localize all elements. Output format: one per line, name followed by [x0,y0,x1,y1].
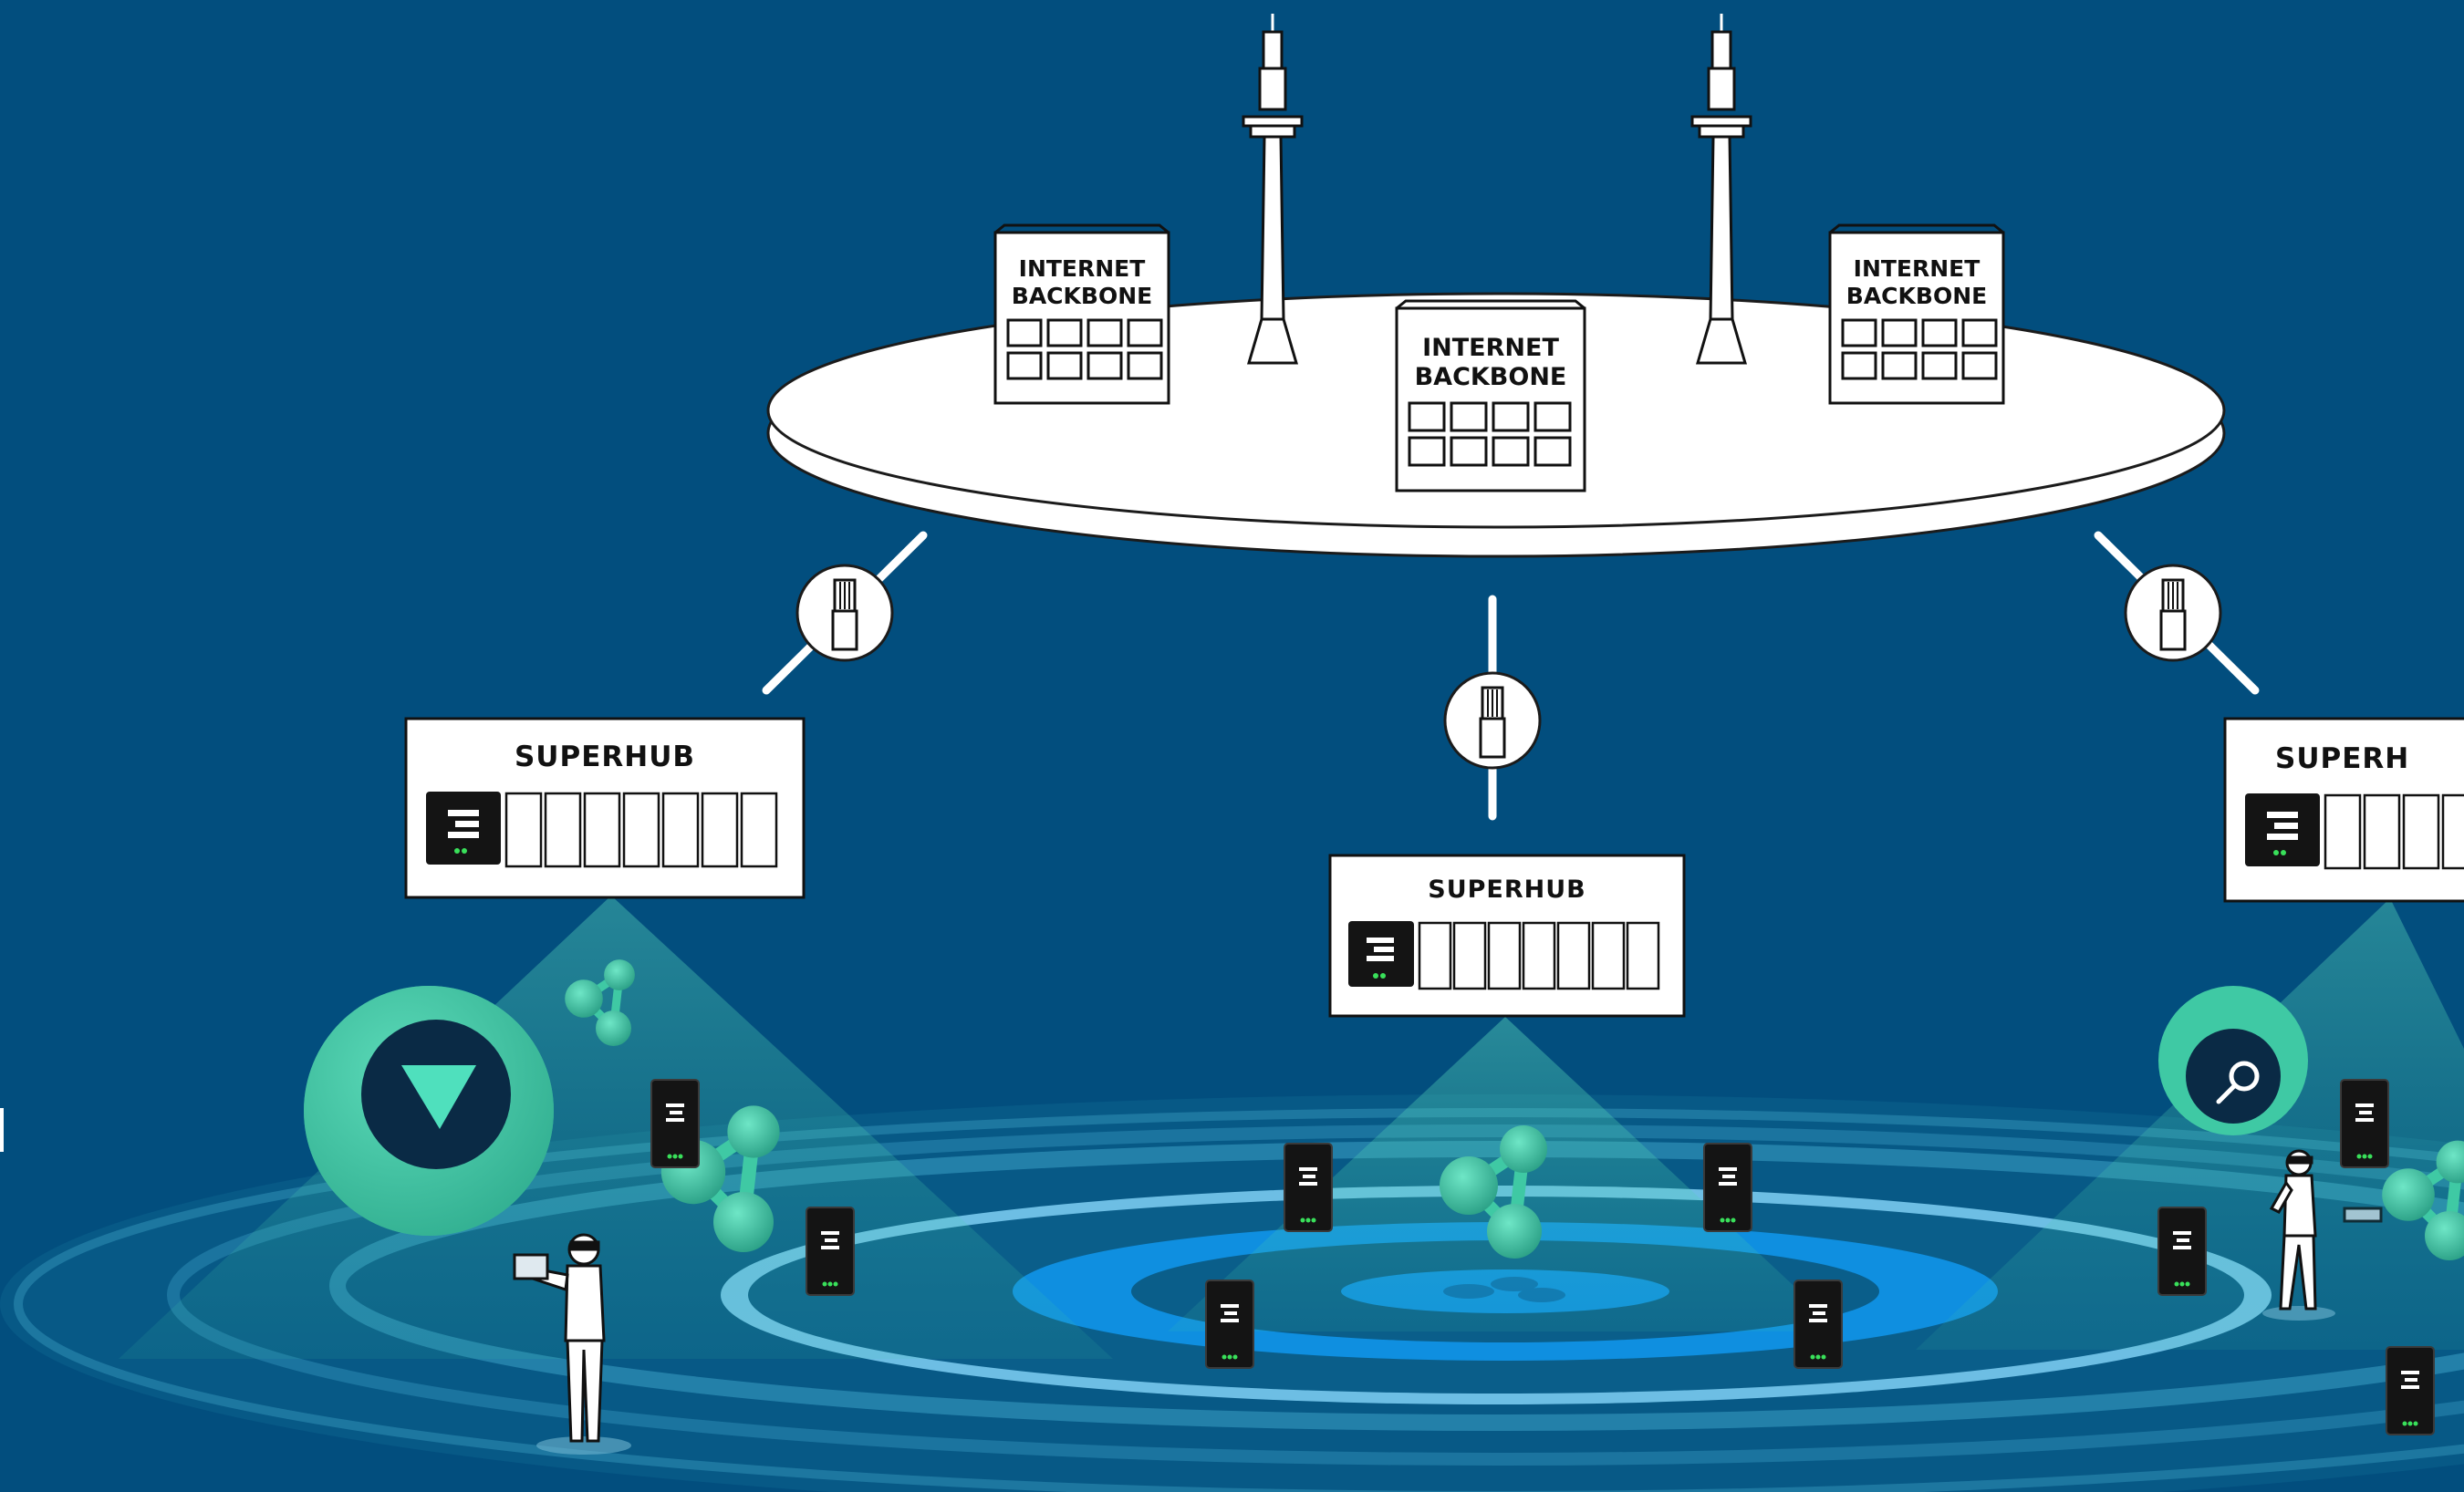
superhub-label: SUPERHUB [515,741,695,773]
edge-marker [0,1108,4,1152]
node-device-icon [650,1079,700,1168]
fiber-connector-icon [2124,564,2222,662]
building-label-line1: INTERNET [1422,334,1559,362]
node-device-icon [2340,1079,2389,1168]
node-device-icon [1284,1143,1333,1232]
superhub-right: SUPERH [2223,717,2464,903]
fiber-connector-icon [795,564,894,662]
light-beams [119,896,2464,1359]
play-triangle-icon [401,1065,476,1129]
backbone-building-center: INTERNET BACKBONE [1395,299,1586,492]
superhub-label: SUPERHUB [1428,876,1586,904]
play-badge [304,986,554,1236]
building-label-line2: BACKBONE [1846,283,1987,309]
radio-tower-icon [1242,14,1304,365]
backbone-building-right: INTERNET BACKBONE [1828,223,2005,405]
node-device-icon [1703,1143,1752,1232]
building-label-line1: INTERNET [1854,255,1981,282]
building-label-line2: BACKBONE [1415,363,1567,391]
node-device-icon [2157,1207,2207,1296]
node-device-icon [806,1207,855,1296]
superhub-label: SUPERH [2275,742,2409,775]
backbone-building-left: INTERNET BACKBONE [993,223,1170,405]
magnifier-icon [2216,1061,2260,1104]
fiber-connector-icon [1443,671,1542,770]
node-device-icon [2386,1346,2435,1435]
superhub-left: SUPERHUB [404,717,806,899]
node-device-icon [1793,1280,1843,1369]
person-icon [513,1233,631,1455]
person-icon [2262,1149,2383,1321]
radio-tower-icon [1690,14,1752,365]
superhub-center: SUPERHUB [1328,854,1686,1018]
search-badge [2158,986,2308,1135]
building-label-line2: BACKBONE [1012,283,1152,309]
building-label-line1: INTERNET [1019,255,1146,282]
node-device-icon [1205,1280,1254,1369]
